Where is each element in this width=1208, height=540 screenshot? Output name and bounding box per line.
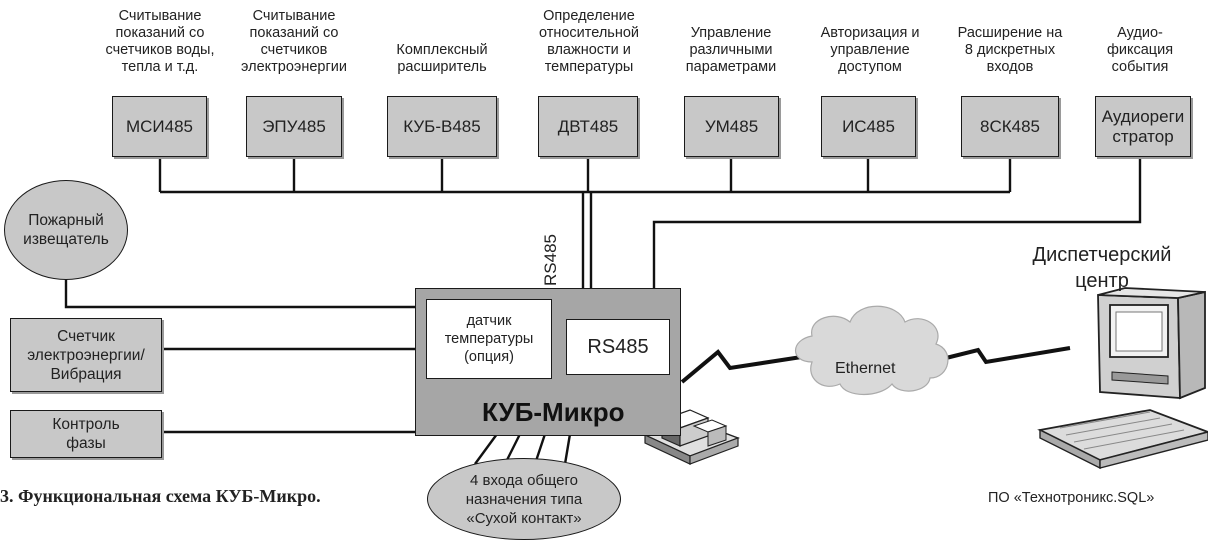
fire-line bbox=[64, 279, 415, 309]
phase-control: Контроль фазы bbox=[10, 410, 162, 458]
module-msi485: МСИ485 bbox=[112, 96, 207, 157]
dispatch-center: Диспетчерский центр bbox=[1032, 244, 1172, 292]
desc-is485: Авторизация и управление доступом bbox=[820, 25, 920, 75]
ethernet-cloud-icon bbox=[795, 305, 949, 395]
desc-kubv485: Комплексный расширитель bbox=[396, 42, 488, 75]
module-kubv485: КУБ-В485 bbox=[387, 96, 497, 157]
software-label: ПО «Технотроникс.SQL» bbox=[988, 490, 1155, 506]
dry-line-1 bbox=[474, 433, 498, 465]
desc-audio: Аудио- фиксация события bbox=[1106, 25, 1174, 75]
desc-8sk485: Расширение на 8 дискретных входов bbox=[957, 25, 1063, 75]
desc-dvt485: Определение относительной влажности и те… bbox=[538, 8, 640, 75]
computer-icon bbox=[1037, 287, 1208, 470]
device-name: КУБ-Микро bbox=[482, 397, 625, 427]
ethernet-label: Ethernet bbox=[835, 360, 896, 377]
audio-line bbox=[652, 157, 1142, 288]
desc-msi485: Считывание показаний со счетчиков воды, … bbox=[105, 8, 215, 75]
meter-vibration: Счетчик электроэнергии/ Вибрация bbox=[10, 318, 162, 392]
rs485-port: RS485 bbox=[566, 319, 670, 375]
module-um485: УМ485 bbox=[684, 96, 779, 157]
module-dvt485: ДВТ485 bbox=[538, 96, 638, 157]
figure-caption: 3. Функциональная схема КУБ-Микро. bbox=[0, 486, 321, 506]
module-is485: ИС485 bbox=[821, 96, 916, 157]
link-zigzag-right bbox=[937, 346, 1071, 365]
kub-micro-device: датчик температуры (опция) RS485 КУБ-Мик… bbox=[415, 288, 681, 436]
dry-contact-inputs: 4 входа общего назначения типа «Сухой ко… bbox=[427, 458, 621, 540]
desc-um485: Управление различными параметрами bbox=[685, 25, 777, 75]
module-audio-recorder: Аудиореги стратор bbox=[1095, 96, 1191, 157]
fire-detector: Пожарный извещатель bbox=[4, 180, 128, 280]
desc-epu485: Считывание показаний со счетчиков электр… bbox=[241, 8, 347, 75]
rs485-bus-label: RS485 bbox=[541, 234, 560, 286]
module-epu485: ЭПУ485 bbox=[246, 96, 342, 157]
link-zigzag-left bbox=[680, 349, 809, 384]
temp-sensor: датчик температуры (опция) bbox=[426, 299, 552, 379]
module-8sk485: 8СК485 bbox=[961, 96, 1059, 157]
dry-line-4 bbox=[563, 433, 572, 465]
